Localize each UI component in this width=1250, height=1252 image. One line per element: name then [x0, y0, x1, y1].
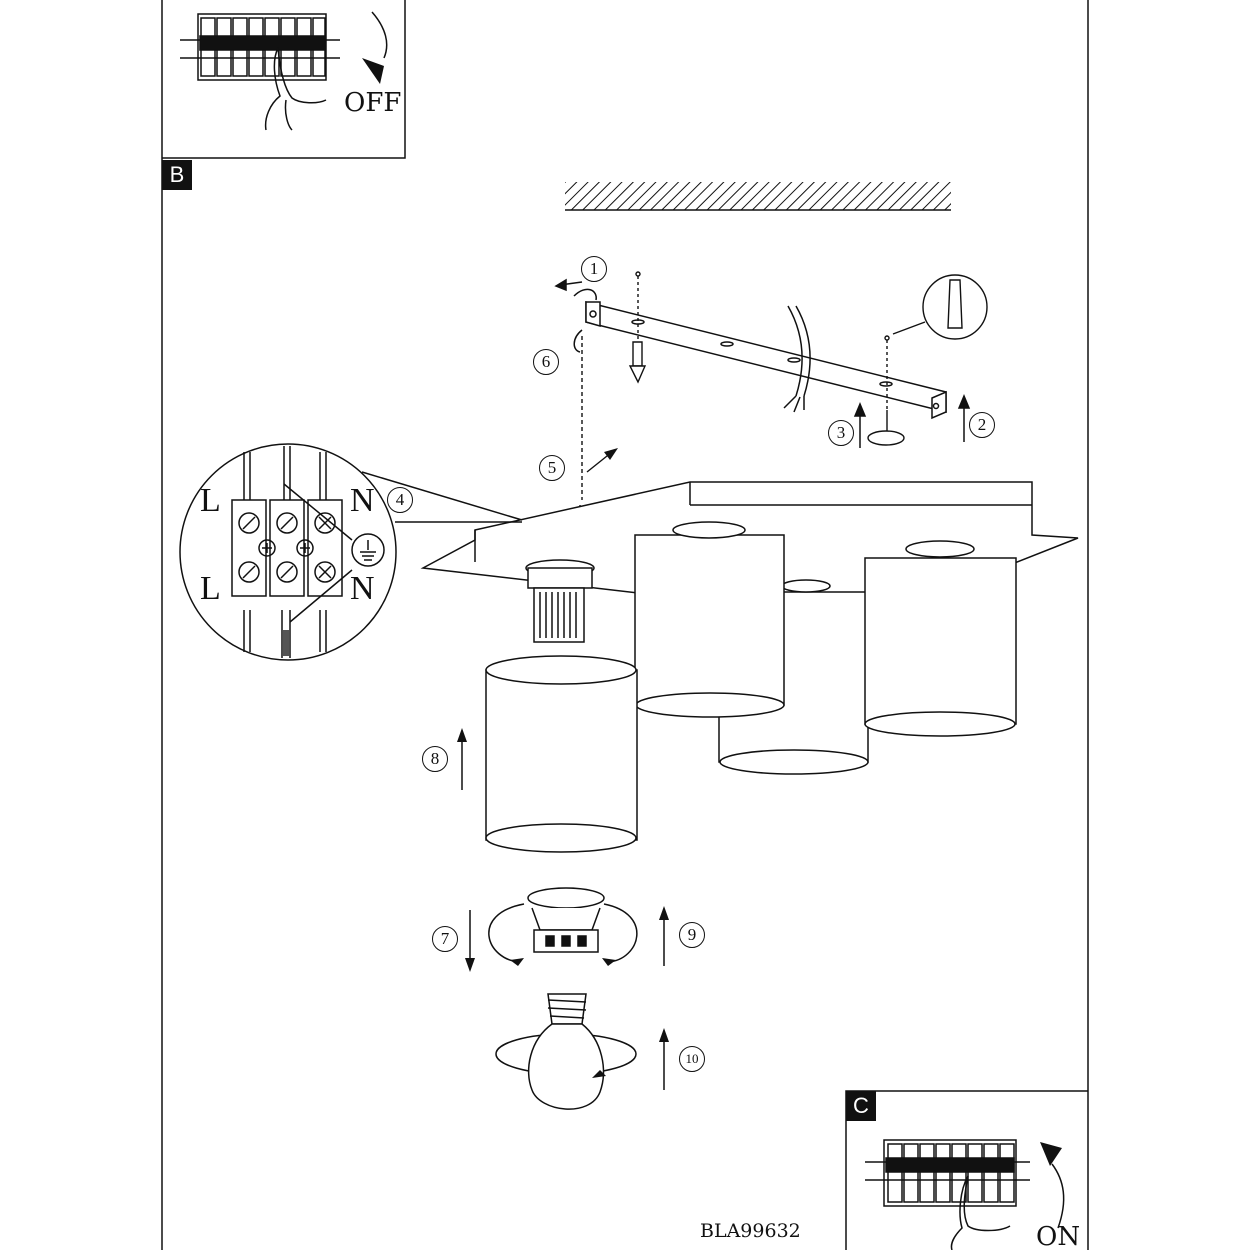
- screw-dowel-right: [868, 275, 987, 445]
- panel-breaker-off: [162, 0, 405, 158]
- mains-cable: [784, 306, 810, 412]
- step-9: 9: [679, 922, 705, 948]
- ceiling-hatch: [565, 182, 951, 210]
- page-frame: [162, 0, 1088, 1250]
- shade-middle: [635, 522, 784, 717]
- shade-ring: [489, 888, 637, 962]
- step-1: 1: [581, 256, 607, 282]
- panel-label-c: C: [846, 1091, 876, 1121]
- step-10: 10: [679, 1046, 705, 1072]
- step-2: 2: [969, 412, 995, 438]
- arrow-up-icon: [1040, 1142, 1062, 1166]
- wiring-detail-magnifier: [180, 444, 522, 660]
- breaker-off-label: OFF: [344, 88, 402, 118]
- bracket-arrows: [556, 280, 969, 448]
- panel-label-b: B: [162, 160, 192, 190]
- screw-dowel-left: [630, 272, 645, 382]
- terminal-label-n-bottom: N: [350, 570, 375, 607]
- step-3: 3: [828, 420, 854, 446]
- mounting-bracket: [586, 302, 946, 418]
- model-code: BLA99632: [700, 1220, 801, 1242]
- breaker-on-label: ON: [1036, 1222, 1081, 1252]
- terminal-label-n-top: N: [350, 482, 375, 519]
- shade-front: [486, 656, 637, 852]
- step-5: 5: [539, 455, 565, 481]
- lamp-holder-exposed: [526, 560, 594, 642]
- step-4: 4: [387, 487, 413, 513]
- hook-guide: [580, 336, 612, 520]
- arrow-down-icon: [362, 58, 384, 84]
- step-6: 6: [533, 349, 559, 375]
- shade-back: [719, 580, 868, 774]
- terminal-label-l-top: L: [200, 482, 221, 519]
- step-8: 8: [422, 746, 448, 772]
- light-bulb: [496, 994, 636, 1109]
- step-7: 7: [432, 926, 458, 952]
- terminal-label-l-bottom: L: [200, 570, 221, 607]
- shade-right: [865, 541, 1016, 736]
